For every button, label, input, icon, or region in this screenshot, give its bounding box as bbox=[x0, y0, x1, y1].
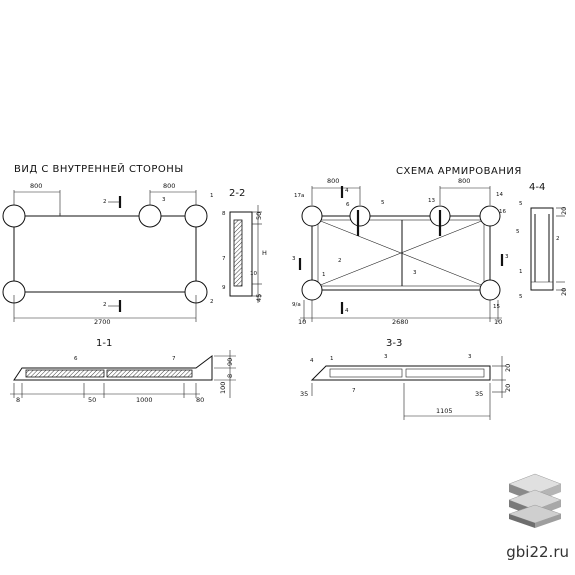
dim-1-1-100: 100 bbox=[219, 382, 227, 394]
dim-3-3-35-right: 35 bbox=[475, 390, 483, 398]
cut-label-2-top: 2 bbox=[103, 199, 107, 205]
dim-1-1-90: 90 bbox=[226, 358, 234, 366]
label-5-scheme: 5 bbox=[381, 200, 385, 206]
label-2-sec44: 2 bbox=[556, 236, 560, 242]
dim-4-4-20-top: 20 bbox=[560, 207, 568, 215]
cut-3-left: 3 bbox=[292, 256, 296, 262]
dim-800-left: 800 bbox=[30, 182, 42, 190]
section-4-4-title: 4-4 bbox=[529, 182, 545, 193]
section-2-2-drawing bbox=[229, 205, 262, 303]
label-5b-sec44: 5 bbox=[516, 229, 520, 235]
callout-1: 1 bbox=[210, 193, 214, 199]
section-3-3-drawing bbox=[310, 356, 506, 420]
dim-2-2-50: 50 bbox=[255, 212, 263, 220]
label-5a-sec44: 5 bbox=[519, 201, 523, 207]
cut-3-right: 3 bbox=[505, 254, 509, 260]
reinforcement-scheme-drawing bbox=[298, 186, 504, 322]
label-2-scheme: 2 bbox=[338, 258, 342, 264]
dim-scheme-800-right: 800 bbox=[458, 177, 470, 185]
label-7-sec11: 7 bbox=[172, 356, 176, 362]
stacked-slabs-icon bbox=[508, 473, 562, 528]
dim-3-3-35-left: 35 bbox=[300, 390, 308, 398]
label-7-sec33: 7 bbox=[352, 388, 356, 394]
cut-4-top: 4 bbox=[345, 188, 349, 194]
label-3a-sec33: 3 bbox=[384, 354, 388, 360]
callout-3: 3 bbox=[162, 197, 166, 203]
dim-2700: 2700 bbox=[94, 318, 111, 326]
label-5c-sec44: 5 bbox=[519, 294, 523, 300]
section-1-1-drawing bbox=[10, 350, 236, 398]
label-9-sec22: 9 bbox=[222, 285, 226, 291]
dim-3-3-1105: 1105 bbox=[436, 407, 453, 415]
inner-view-drawing bbox=[2, 190, 208, 322]
dim-3-3-20-bottom: 20 bbox=[504, 384, 512, 392]
dim-1-1-1000: 1000 bbox=[136, 396, 153, 404]
label-13: 13 bbox=[428, 198, 435, 204]
watermark-text: gbi22.ru bbox=[506, 543, 569, 561]
dim-1-1-50: 50 bbox=[88, 396, 96, 404]
label-3b-sec33: 3 bbox=[468, 354, 472, 360]
dim-3-3-20-top: 20 bbox=[504, 364, 512, 372]
label-4-sec33: 4 bbox=[310, 358, 314, 364]
label-16: 16 bbox=[499, 209, 506, 215]
dim-scheme-10-right: 10 bbox=[494, 318, 502, 326]
dim-scheme-2680: 2680 bbox=[392, 318, 409, 326]
label-17a: 17а bbox=[294, 193, 304, 199]
dim-4-4-20-bottom: 20 bbox=[560, 288, 568, 296]
dim-2-2-h: H bbox=[262, 249, 267, 257]
section-1-1-title: 1-1 bbox=[96, 338, 112, 349]
section-3-3-title: 3-3 bbox=[386, 338, 402, 349]
dim-1-1-8-right: 8 bbox=[226, 374, 234, 378]
title-inner-view: ВИД С ВНУТРЕННЕЙ СТОРОНЫ bbox=[14, 162, 184, 175]
label-1-sec33: 1 bbox=[330, 356, 334, 362]
callout-2: 2 bbox=[210, 299, 214, 305]
dim-1-1-80: 80 bbox=[196, 396, 204, 404]
dim-800-right: 800 bbox=[163, 182, 175, 190]
label-3-scheme: 3 bbox=[413, 270, 417, 276]
label-9a: 9/а bbox=[292, 302, 301, 308]
label-6-sec11: 6 bbox=[74, 356, 78, 362]
label-14: 14 bbox=[496, 192, 503, 198]
label-1-scheme: 1 bbox=[322, 272, 326, 278]
label-6-scheme: 6 bbox=[346, 202, 350, 208]
label-15: 15 bbox=[493, 304, 500, 310]
section-2-2-title: 2-2 bbox=[229, 188, 245, 199]
cut-4-bottom: 4 bbox=[345, 308, 349, 314]
label-10-sec22: 10 bbox=[250, 271, 257, 277]
title-reinforcement-scheme: СХЕМА АРМИРОВАНИЯ bbox=[396, 166, 522, 177]
dim-2-2-45: 45 bbox=[255, 294, 263, 302]
cut-label-2-bottom: 2 bbox=[103, 302, 107, 308]
label-8-sec22: 8 bbox=[222, 211, 226, 217]
label-7-sec22: 7 bbox=[222, 256, 226, 262]
dim-1-1-8: 8 bbox=[16, 396, 20, 404]
section-4-4-drawing bbox=[530, 207, 565, 291]
dim-scheme-800-left: 800 bbox=[327, 177, 339, 185]
dim-scheme-10-left: 10 bbox=[298, 318, 306, 326]
label-1-sec44: 1 bbox=[519, 269, 523, 275]
